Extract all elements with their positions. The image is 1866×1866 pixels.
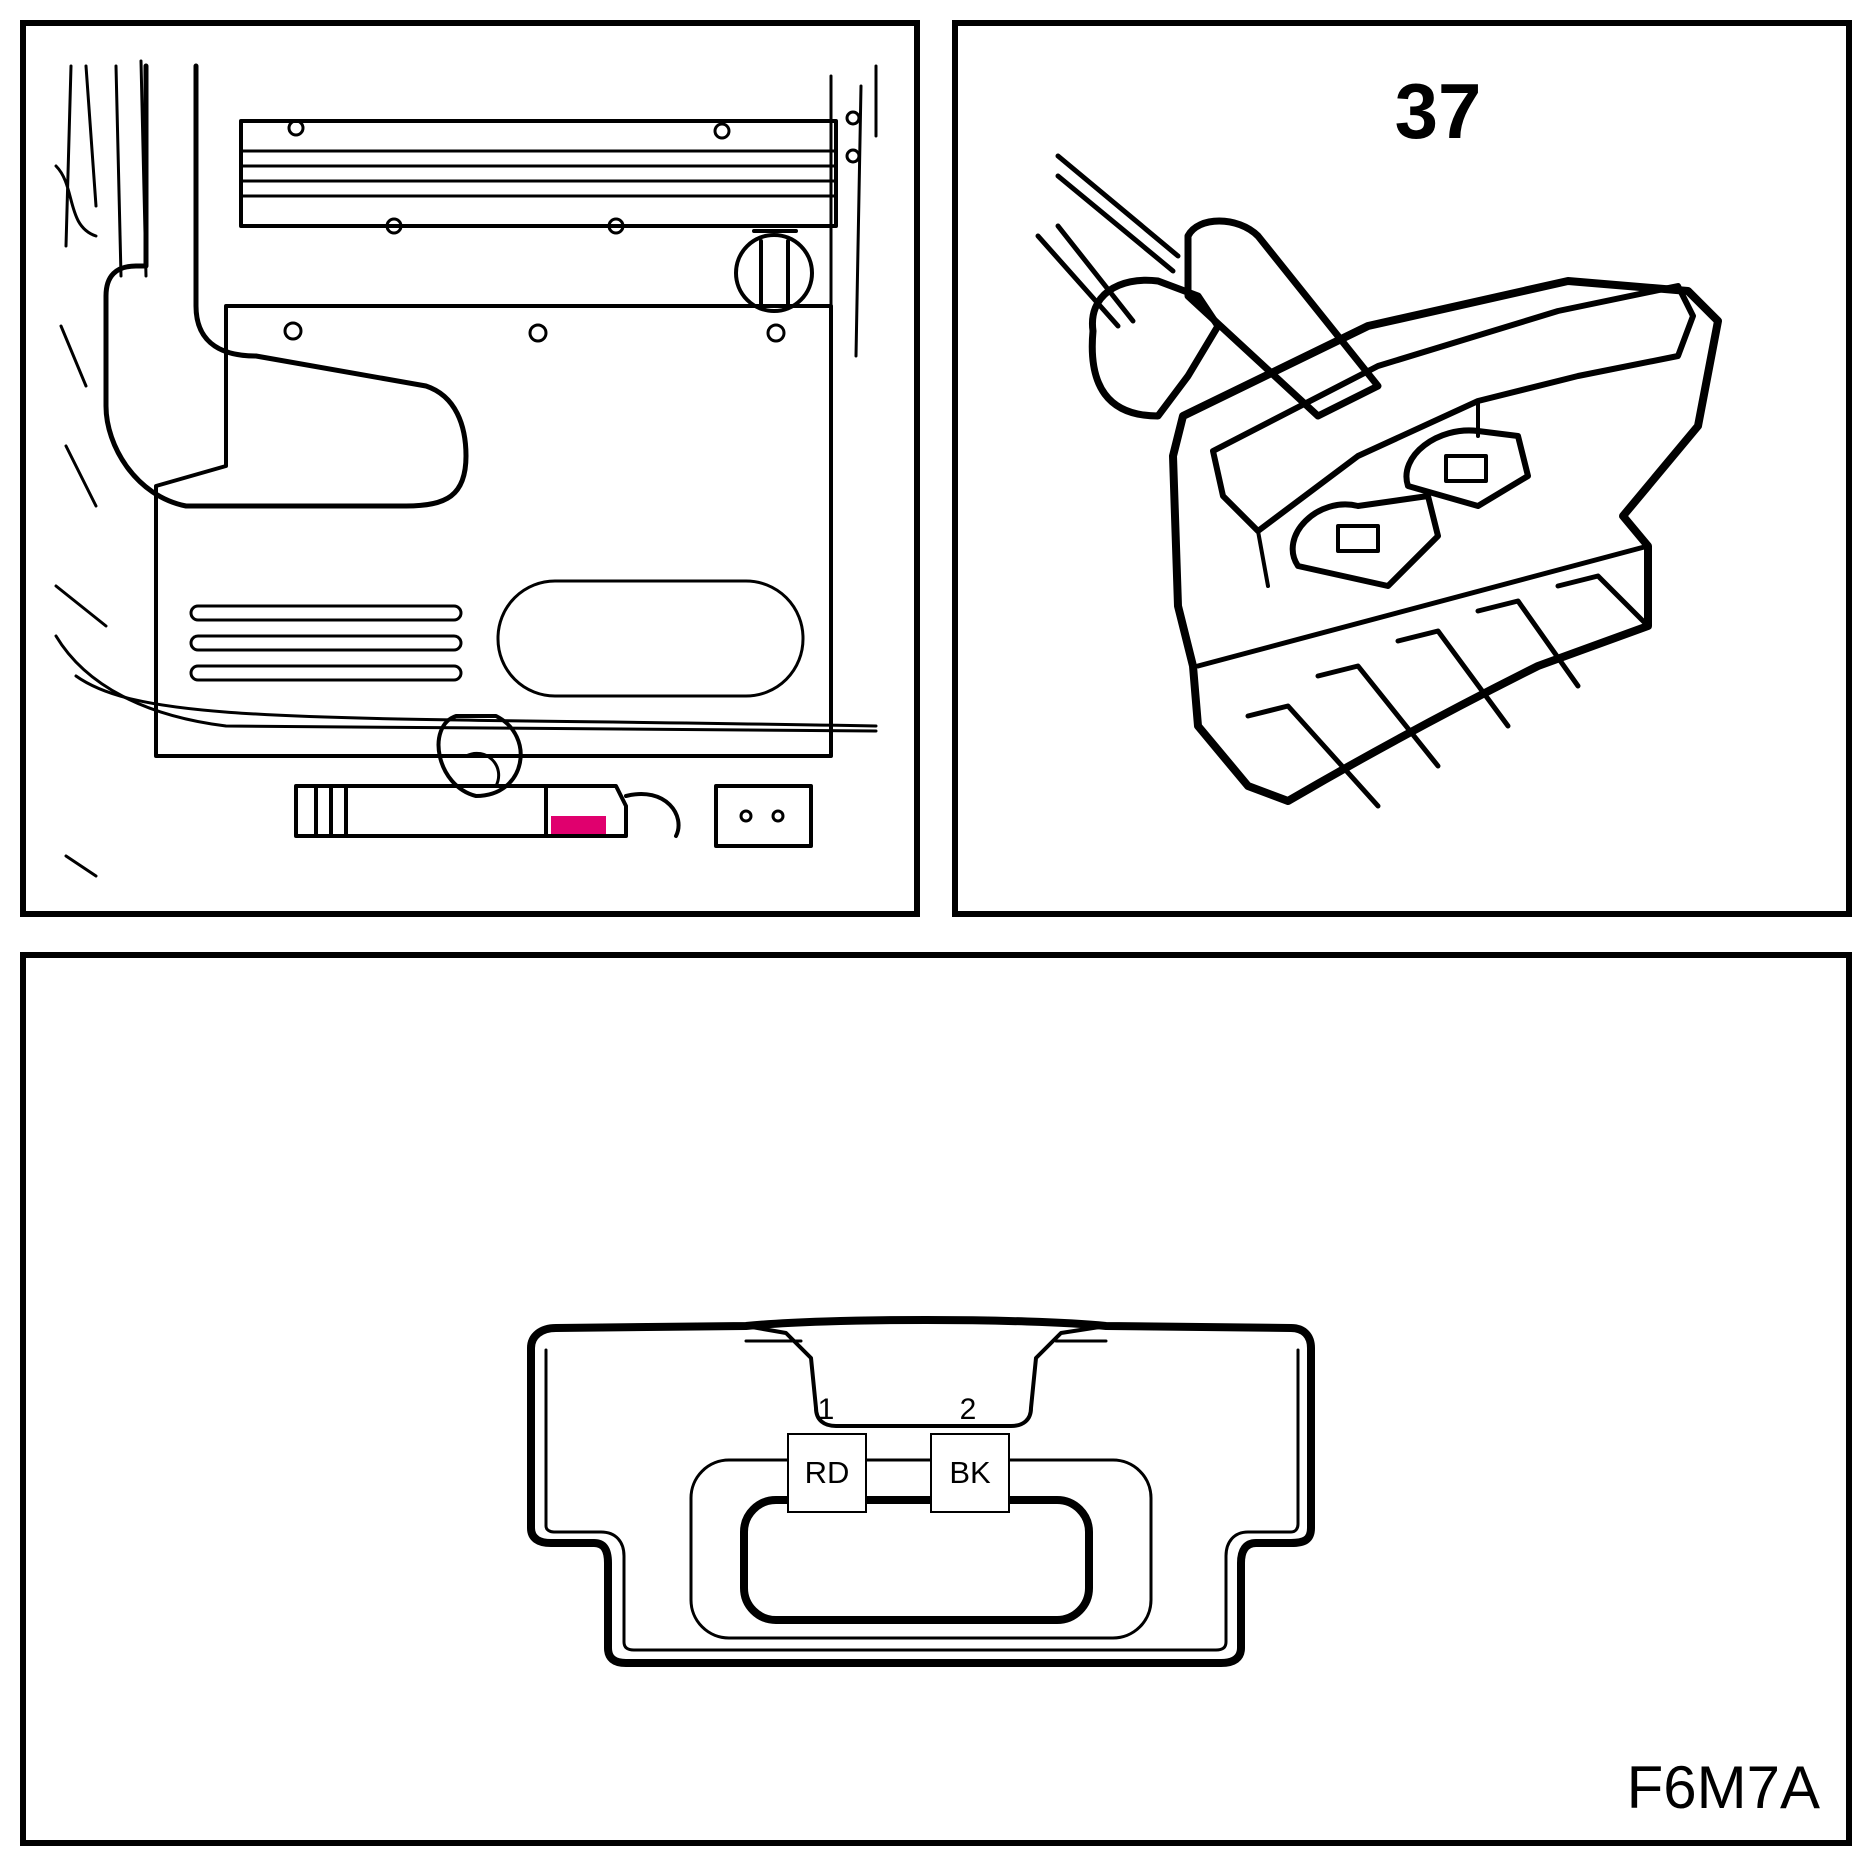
- pin-2-cavity: BK: [930, 1433, 1010, 1513]
- pin-2-wire-color: BK: [949, 1455, 991, 1490]
- engine-bay-illustration: [54, 59, 878, 878]
- bolt-icons: [283, 119, 786, 343]
- connector-isometric-drawing: [1035, 153, 1722, 809]
- connector-isometric-panel: 37: [952, 20, 1852, 917]
- oil-cap-icon: [734, 233, 814, 313]
- figure-code: F6M7A: [1626, 1754, 1820, 1821]
- highlighted-connector-location: [551, 816, 606, 834]
- pin-1-wire-color: RD: [804, 1455, 850, 1490]
- connector-face-panel: 1 2 RD BK F6M7A: [20, 952, 1852, 1846]
- connector-face-drawing: [527, 1316, 1315, 1667]
- pin-1-cavity: RD: [787, 1433, 867, 1513]
- engine-location-panel: [20, 20, 920, 917]
- pin-2-number: 2: [959, 1393, 977, 1426]
- pin-1-number: 1: [817, 1393, 835, 1426]
- connector-number: 37: [1394, 67, 1482, 155]
